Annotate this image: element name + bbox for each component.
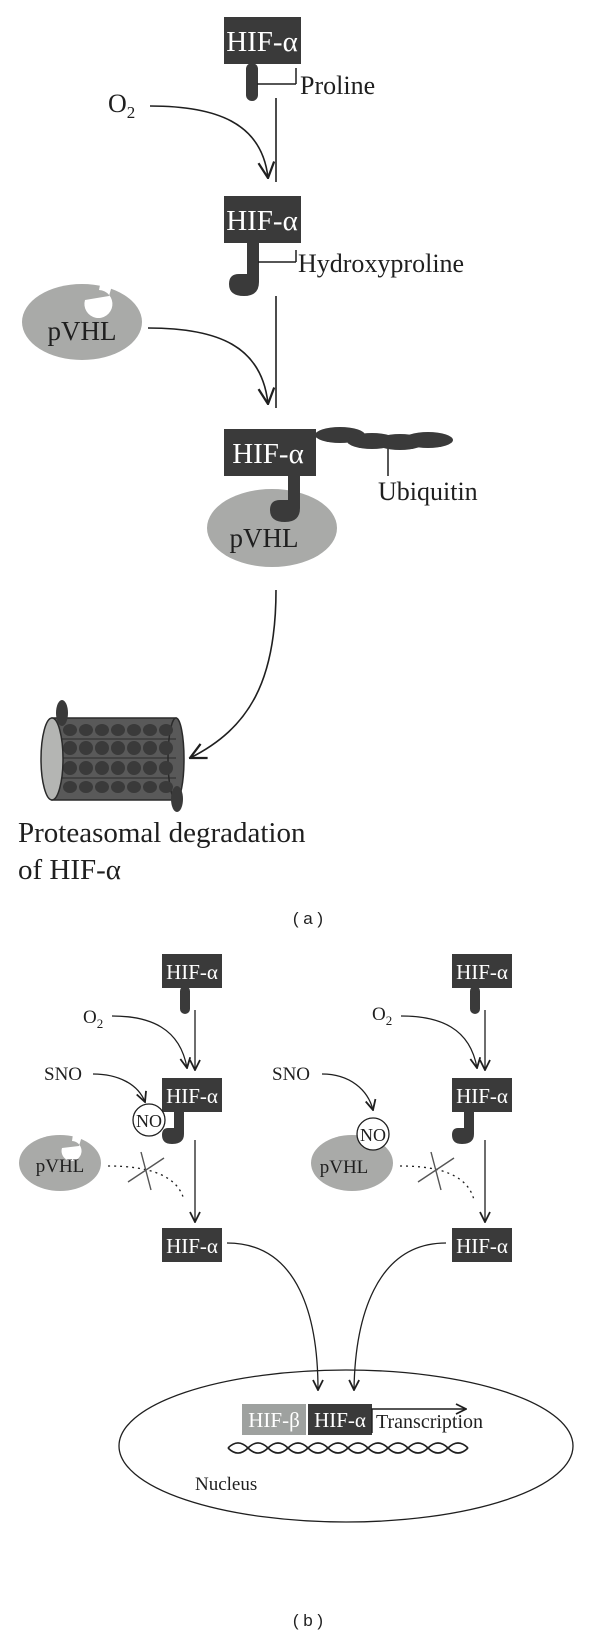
hydroxyproline-label: Hydroxyproline [298, 249, 464, 278]
blocked-binding-path [107, 1165, 185, 1201]
no-label: NO [136, 1111, 162, 1131]
ubiquitin-unit [403, 432, 453, 448]
proteasome-cap [56, 700, 68, 726]
dna-strand [227, 1442, 469, 1454]
hydroxyproline-residue [270, 474, 300, 522]
pvhl-arrow [147, 327, 268, 404]
hif-alpha-box [224, 196, 301, 243]
proline-residue [470, 986, 480, 1014]
right-pathway: HIF-α O2 SNO HIF-α NO pVHL H [272, 954, 512, 1390]
pvhl-label: pVHL [230, 523, 299, 553]
hif-alpha-box [224, 429, 316, 476]
pvhl-label: pVHL [48, 316, 117, 346]
degradation-label-line2: of HIF-α [18, 854, 121, 886]
pvhl-nitrosylated: NO pVHL [311, 1117, 393, 1191]
proteasome-cap [171, 786, 183, 812]
o2-label: O2 [108, 89, 135, 122]
hif-beta-box [242, 1404, 306, 1435]
hif-alpha-label: HIF-α [166, 960, 218, 984]
proteasome-subunits [63, 724, 173, 793]
nuclear-import-arrow [226, 1242, 318, 1390]
hif-alpha-label: HIF-α [456, 1234, 508, 1258]
hif-beta-label: HIF-β [248, 1408, 300, 1432]
o2-arrow [111, 1015, 187, 1068]
pvhl-binding-pocket [84, 280, 113, 318]
o2-subscript: 2 [127, 103, 136, 122]
proteasome-ring-lines [52, 738, 176, 779]
proline-residue [180, 986, 190, 1014]
nucleus-membrane [118, 1369, 574, 1523]
hydroxyproline-residue [229, 242, 259, 296]
transcription-arrow [371, 1409, 466, 1433]
hif-alpha-box [162, 1078, 222, 1112]
hif-alpha-label: HIF-α [456, 960, 508, 984]
ubiquitin-label: Ubiquitin [378, 477, 478, 506]
hif-alpha-label: HIF-α [166, 1234, 218, 1258]
proline-label: Proline [300, 71, 375, 100]
blocked-binding-path [399, 1165, 475, 1201]
pvhl-ellipse [207, 489, 337, 567]
o2-text: O [108, 89, 127, 118]
hif-alpha-label: HIF-α [456, 1084, 508, 1108]
degradation-label-line1: Proteasomal degradation [18, 817, 306, 849]
hif-alpha-label: HIF-α [226, 26, 298, 58]
hif-alpha-label: HIF-α [166, 1084, 218, 1108]
sno-label: SNO [44, 1064, 82, 1085]
transcription-label: Transcription [376, 1411, 483, 1433]
panel-a-caption: ( a ) [293, 909, 323, 928]
hydroxyproline-residue [162, 1110, 184, 1144]
o2-text: O [372, 1004, 386, 1025]
hif-alpha-box [162, 954, 222, 988]
hif-alpha-box [224, 17, 301, 64]
nuclear-import-arrow [354, 1242, 447, 1390]
left-pathway: HIF-α O2 SNO HIF-α NO pVHL [19, 954, 318, 1390]
nucleus: HIF-β HIF-α Transcription Nucleus [118, 1369, 574, 1523]
o2-label: O2 [372, 1004, 392, 1028]
no-label: NO [360, 1125, 386, 1145]
hif-alpha-box [308, 1404, 372, 1435]
proteasome-front-end [40, 717, 64, 801]
blocked-cross [417, 1151, 455, 1191]
o2-text: O [83, 1007, 97, 1028]
hydroxyproline-residue [452, 1110, 474, 1144]
sno-arrow [92, 1073, 145, 1102]
o2-arrow [149, 105, 268, 178]
pvhl-binding-pocket [61, 1134, 82, 1161]
o2-arrow [400, 1015, 477, 1068]
proteasome [40, 700, 185, 812]
blocked-cross [127, 1151, 165, 1191]
o2-subscript: 2 [386, 1013, 393, 1028]
hif-alpha-label: HIF-α [232, 438, 304, 470]
ubiquitin-chain [315, 427, 453, 450]
pvhl-free: pVHL [22, 280, 142, 360]
nucleus-label: Nucleus [195, 1474, 257, 1495]
o2-subscript: 2 [97, 1016, 104, 1031]
sno-label: SNO [272, 1064, 310, 1085]
panel-b: HIF-α O2 SNO HIF-α NO pVHL [19, 954, 574, 1630]
hif-alpha-hydroxyproline-group: HIF-α Hydroxyproline [224, 196, 464, 296]
hif-alpha-label: HIF-α [314, 1408, 366, 1432]
hif-alpha-proline-group: HIF-α Proline [224, 17, 375, 101]
hif-alpha-box [452, 1078, 512, 1112]
panel-b-caption: ( b ) [293, 1611, 323, 1630]
degradation-arrow [190, 589, 277, 758]
hif-alpha-stable-box [452, 1228, 512, 1262]
hif-alpha-box [452, 954, 512, 988]
no-group [132, 1103, 166, 1137]
panel-a: HIF-α Proline O2 HIF-α Hydroxyproline pV… [18, 17, 478, 928]
pvhl-label: pVHL [36, 1156, 85, 1177]
sno-arrow [321, 1073, 373, 1110]
proline-residue [246, 63, 258, 101]
o2-label: O2 [83, 1007, 103, 1031]
hif-alpha-label: HIF-α [226, 205, 298, 237]
no-group [356, 1117, 390, 1151]
hif-alpha-stable-box [162, 1228, 222, 1262]
hif-pvhl-complex: HIF-α pVHL Ubiquitin [207, 427, 478, 567]
pvhl-free: pVHL [19, 1134, 101, 1191]
pvhl-label: pVHL [320, 1157, 369, 1178]
